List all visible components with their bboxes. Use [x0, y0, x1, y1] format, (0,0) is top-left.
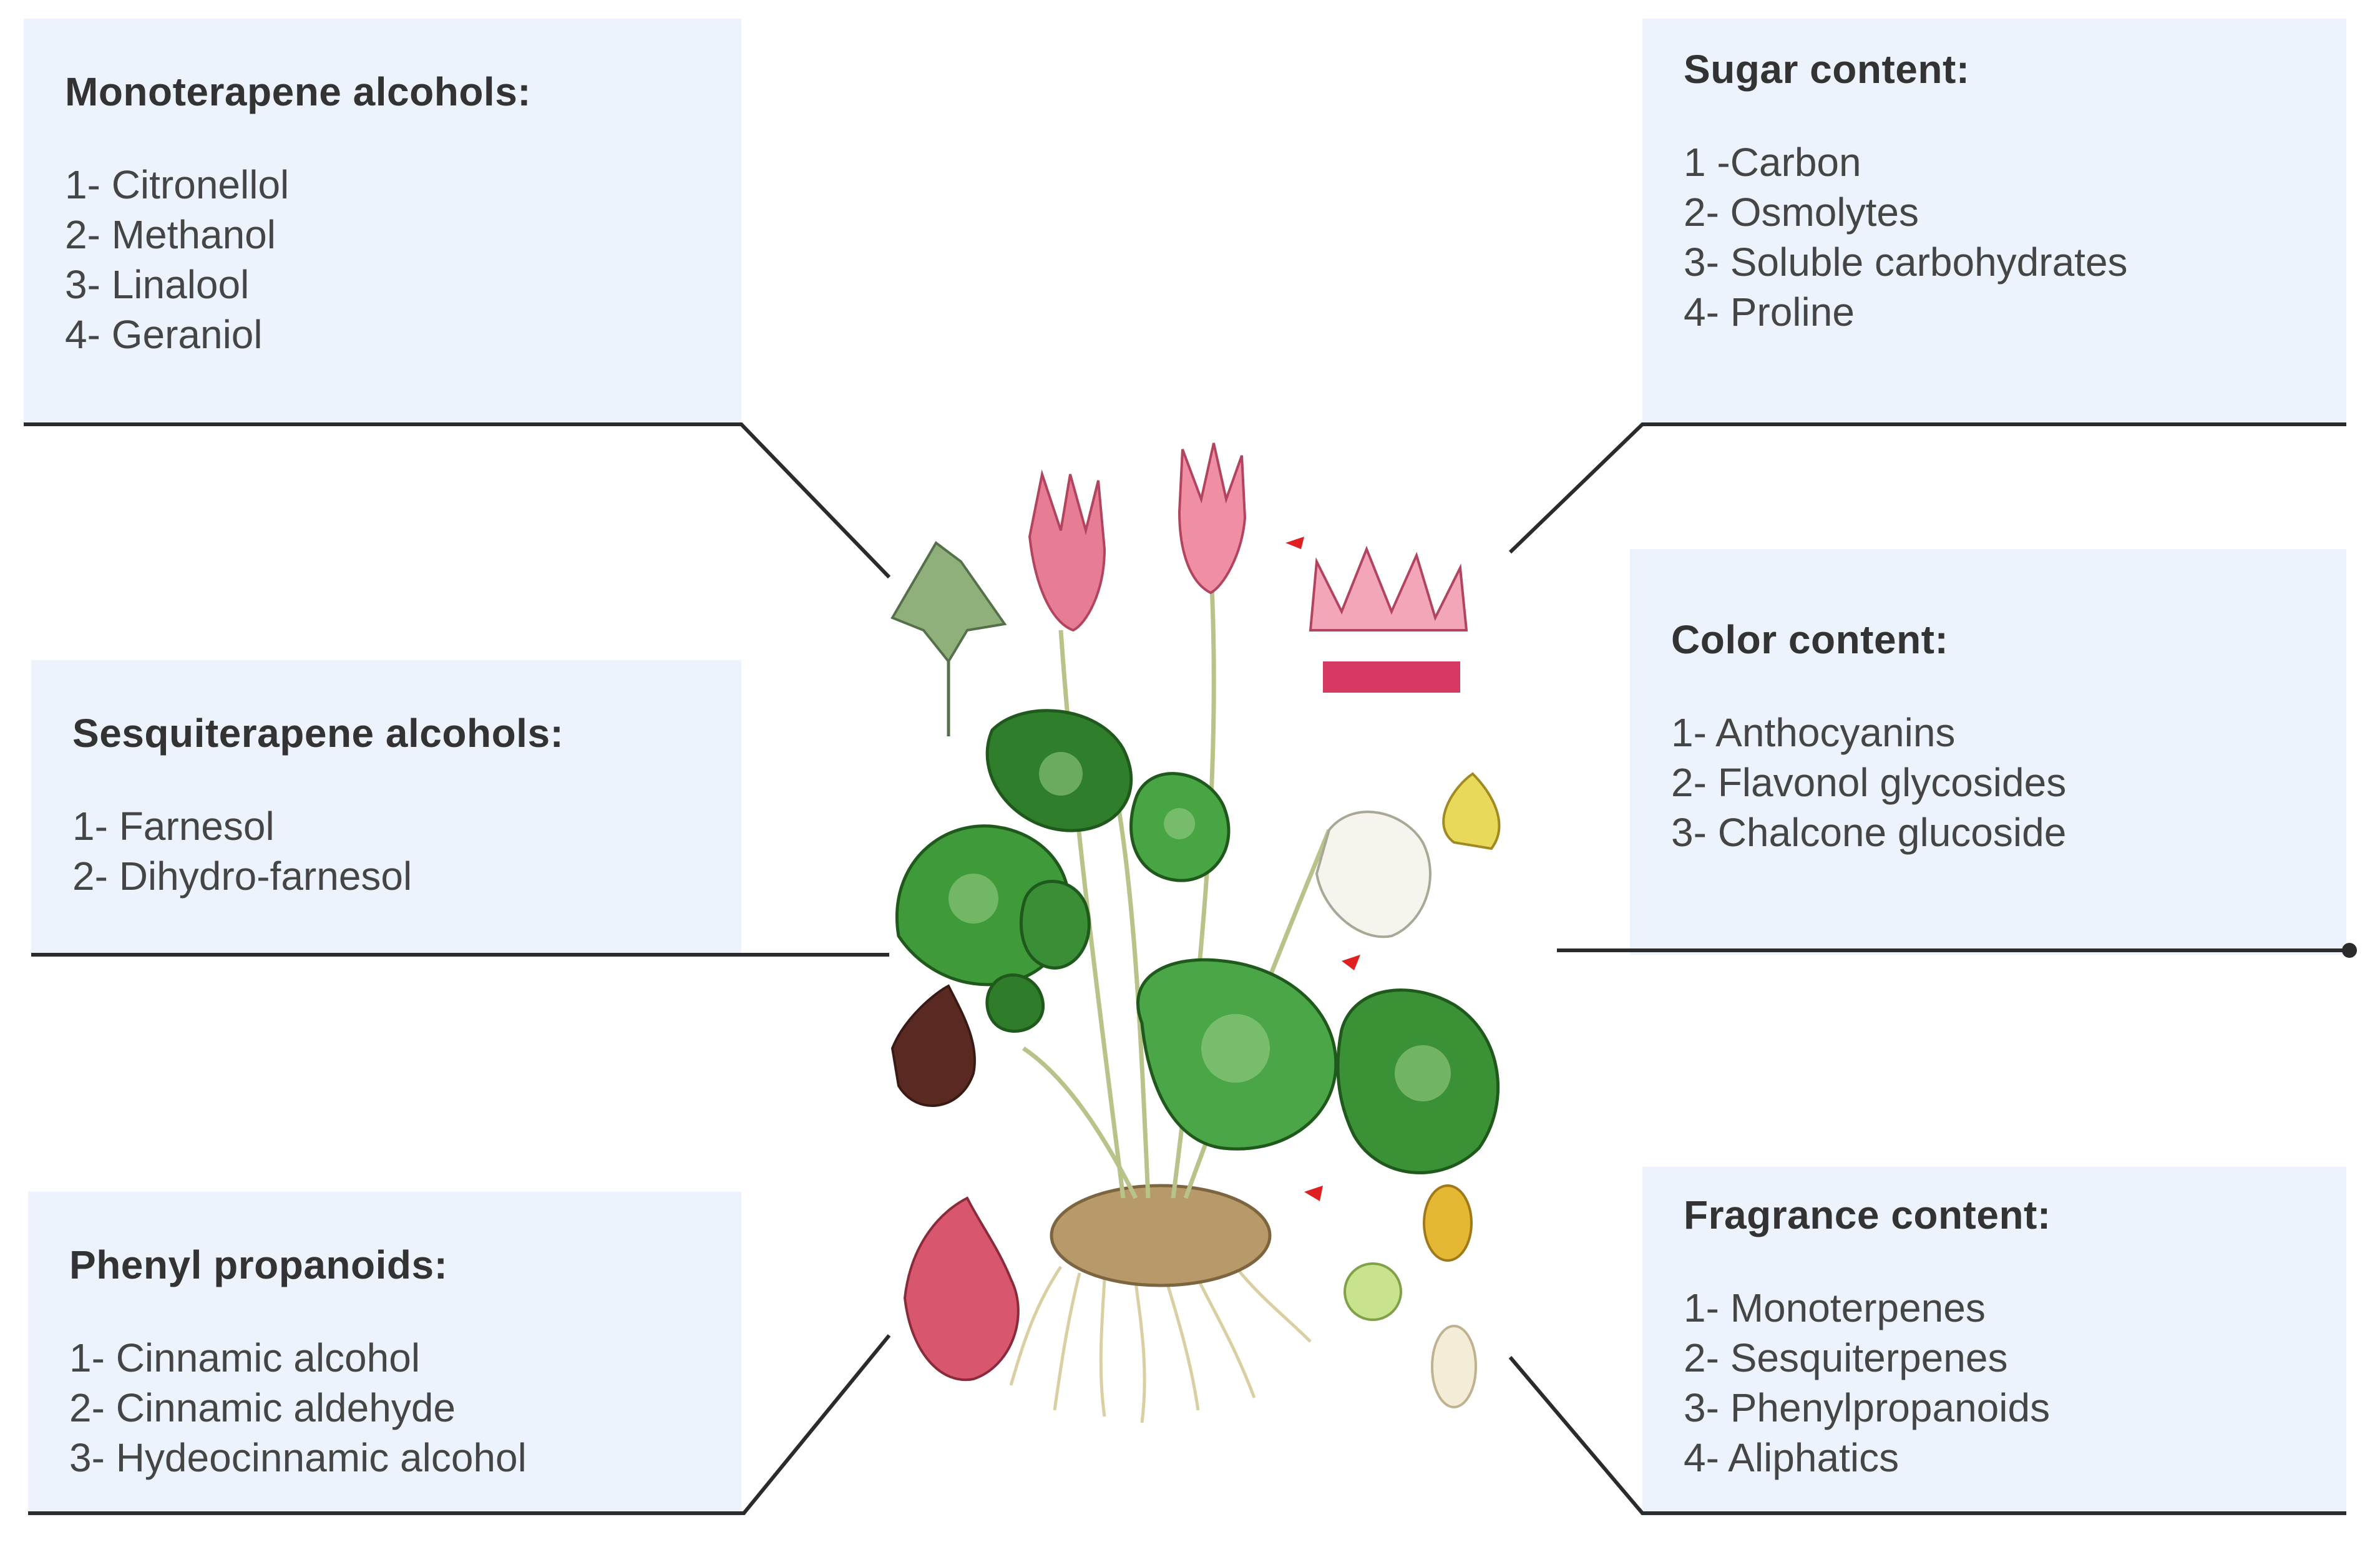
flowers: [903, 442, 1468, 1382]
list-item: 2- Methanol: [65, 212, 276, 257]
list-item: 2- Dihydro-farnesol: [72, 854, 412, 899]
list-item: 3- Chalcone glucoside: [1671, 810, 2067, 855]
list-item: 4- Proline: [1684, 290, 1855, 334]
seed-pod: [1423, 1184, 1473, 1262]
list-item: 3- Hydeocinnamic alcohol: [69, 1435, 527, 1480]
list-item: 4- Geraniol: [65, 312, 263, 357]
list-item: 3- Phenylpropanoids: [1684, 1385, 2051, 1430]
cyclamen-illustration: [890, 442, 1501, 1423]
phenyl-propanoids-box: Phenyl propanoids: 1- Cinnamic alcohol 2…: [28, 1192, 741, 1516]
flower: [1178, 442, 1247, 595]
flower: [1315, 811, 1431, 938]
leaf-markings: [949, 752, 1451, 1101]
monoterpene-alcohols-box: Monoterapene alcohols: 1- Citronellol 2-…: [24, 19, 741, 424]
list-item: 2- Flavonol glycosides: [1671, 760, 2067, 805]
list-item: 1- Citronellol: [65, 162, 290, 207]
list-item: 2- Osmolytes: [1684, 190, 1919, 235]
leaf: [1019, 880, 1091, 970]
leaves: [895, 709, 1500, 1174]
color-content-box: Color content: 1- Anthocyanins 2- Flavon…: [1630, 549, 2346, 955]
list-item: 3- Linalool: [65, 262, 250, 307]
list-item: 1- Farnesol: [72, 804, 275, 849]
sepal: [890, 541, 1007, 664]
seed-pod: [1442, 772, 1501, 851]
flower-base: [1323, 661, 1460, 693]
fragrance-content-box: Fragrance content: 1- Monoterpenes 2- Se…: [1642, 1167, 2346, 1516]
box-title: Phenyl propanoids:: [69, 1242, 448, 1287]
box-title: Fragrance content:: [1684, 1192, 2051, 1237]
flower: [903, 1196, 1020, 1382]
list-item: 1 -Carbon: [1684, 140, 1861, 185]
list-item: 1- Cinnamic alcohol: [69, 1335, 421, 1380]
box-title: Sesquiterapene alcohols:: [72, 711, 564, 756]
box-title: Sugar content:: [1684, 47, 1970, 92]
box-title: Color content:: [1671, 617, 1949, 662]
roots: [1009, 1265, 1312, 1423]
connector-lines: [24, 422, 2349, 1515]
list-item: 2- Cinnamic aldehyde: [69, 1385, 456, 1430]
connector-monoterpene: [24, 422, 891, 579]
connector-fragrance: [1508, 1356, 2346, 1515]
box-title: Monoterapene alcohols:: [65, 69, 532, 114]
list-item: 1- Monoterpenes: [1684, 1285, 1986, 1330]
tuber: [1050, 1184, 1272, 1287]
seed-pod: [1344, 1262, 1402, 1321]
flower: [1028, 469, 1106, 632]
sesquiterpene-alcohols-box: Sesquiterapene alcohols: 1- Farnesol 2- …: [31, 660, 741, 953]
list-item: 3- Soluble carbohydrates: [1684, 240, 2128, 285]
list-item: 1- Anthocyanins: [1671, 710, 1956, 755]
seed-parts: [890, 537, 1501, 1408]
seed-pod: [1431, 1325, 1477, 1408]
seed-pod: [890, 984, 976, 1108]
flower: [1309, 545, 1468, 631]
sugar-content-box: Sugar content: 1 -Carbon 2- Osmolytes 3-…: [1642, 19, 2346, 424]
connector-sugar: [1508, 422, 2346, 554]
connector-end-dot: [2342, 943, 2357, 958]
list-item: 2- Sesquiterpenes: [1684, 1335, 2008, 1380]
list-item: 4- Aliphatics: [1684, 1435, 1900, 1480]
connector-phenyl: [28, 1334, 891, 1515]
leaf: [985, 973, 1045, 1033]
